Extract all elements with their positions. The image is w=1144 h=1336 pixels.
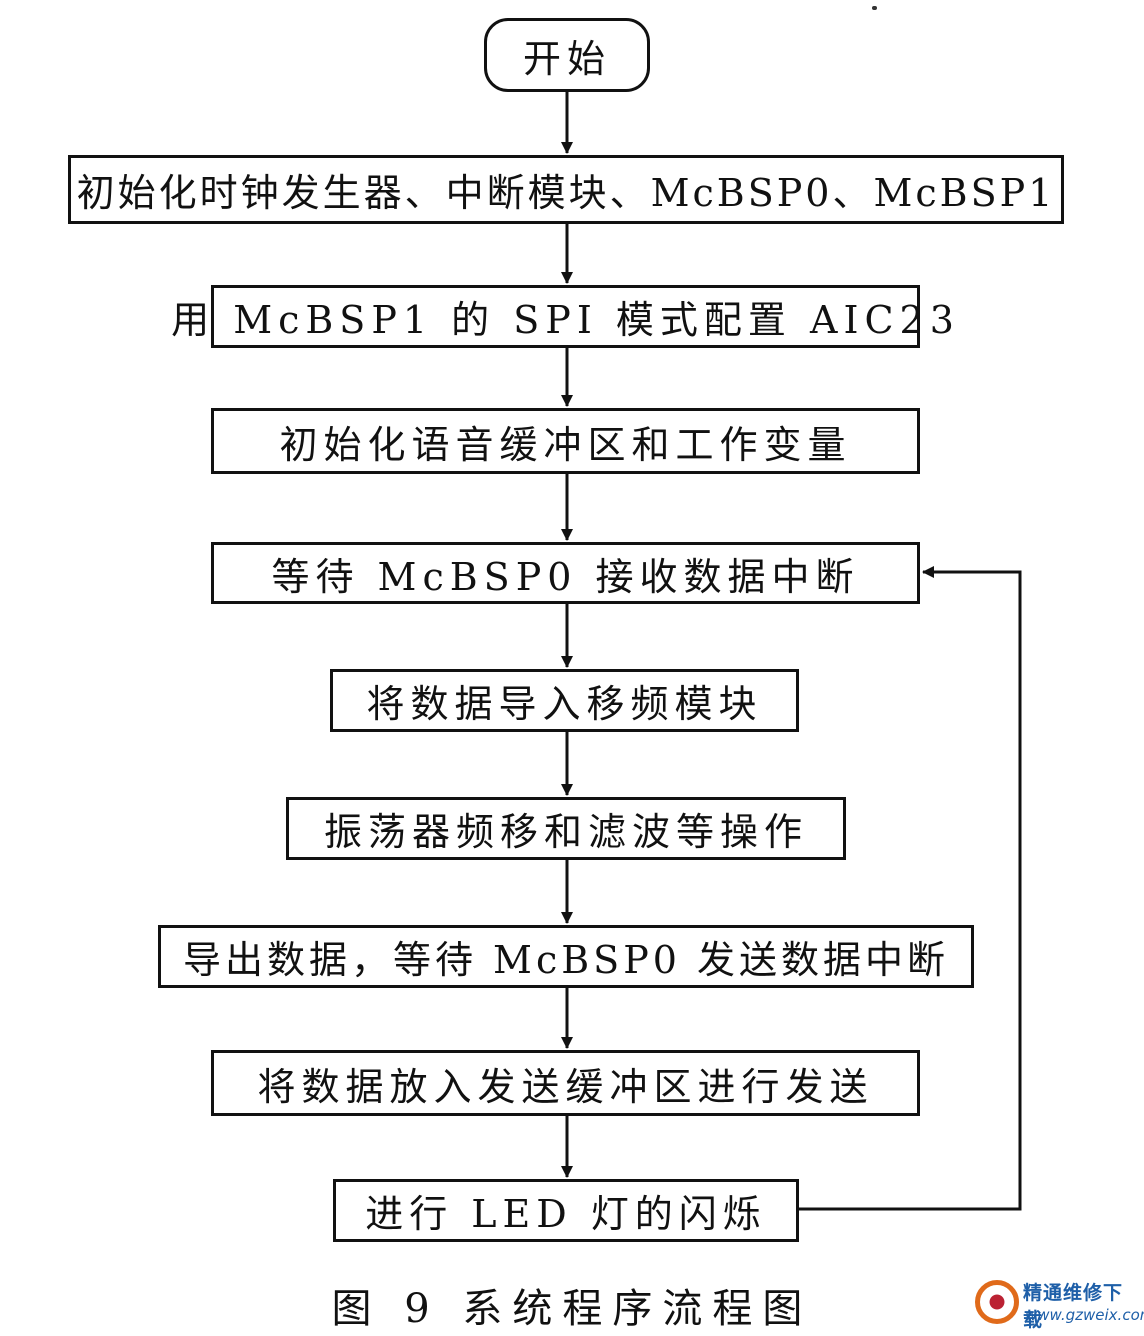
step-export-wait-send: 导出数据，等待 McBSP0 发送数据中断 — [158, 925, 974, 988]
figure-caption: 图 9 系统程序流程图 — [331, 1286, 813, 1332]
step-wait-receive: 等待 McBSP0 接收数据中断 — [211, 542, 920, 604]
step-oscillator-filter-label: 振荡器频移和滤波等操作 — [323, 810, 808, 854]
step-led-blink: 进行 LED 灯的闪烁 — [333, 1179, 799, 1242]
step-init-buffers: 初始化语音缓冲区和工作变量 — [211, 408, 920, 474]
step-config-aic23-label: 用 McBSP1 的 SPI 模式配置 AIC23 — [171, 298, 960, 342]
step-import-shift: 将数据导入移频模块 — [330, 669, 799, 732]
step-oscillator-filter: 振荡器频移和滤波等操作 — [286, 797, 846, 860]
step-init-modules-label: 初始化时钟发生器、中断模块、McBSP0、McBSP1 — [76, 171, 1056, 215]
step-wait-receive-label: 等待 McBSP0 接收数据中断 — [271, 554, 860, 599]
start-label: 开始 — [522, 36, 611, 81]
step-init-buffers-label: 初始化语音缓冲区和工作变量 — [279, 422, 852, 467]
step-send-buffer: 将数据放入发送缓冲区进行发送 — [211, 1050, 920, 1116]
site-watermark: 精通维修下载 www.gzweix.com — [975, 1276, 1144, 1334]
step-import-shift-label: 将数据导入移频模块 — [366, 682, 763, 726]
scan-speck — [872, 6, 877, 10]
watermark-logo-icon — [975, 1280, 1019, 1324]
start-terminal: 开始 — [484, 18, 650, 92]
step-send-buffer-label: 将数据放入发送缓冲区进行发送 — [257, 1064, 874, 1109]
watermark-title: 精通维修下载 — [1023, 1282, 1124, 1331]
arrow-loop-back — [799, 566, 1022, 1211]
step-init-modules: 初始化时钟发生器、中断模块、McBSP0、McBSP1 — [68, 155, 1064, 224]
step-led-blink-label: 进行 LED 灯的闪烁 — [365, 1192, 767, 1236]
step-config-aic23: 用 McBSP1 的 SPI 模式配置 AIC23 — [171, 285, 954, 348]
step-export-wait-send-label: 导出数据，等待 McBSP0 发送数据中断 — [182, 938, 950, 982]
watermark-url: www.gzweix.com — [1025, 1306, 1144, 1324]
